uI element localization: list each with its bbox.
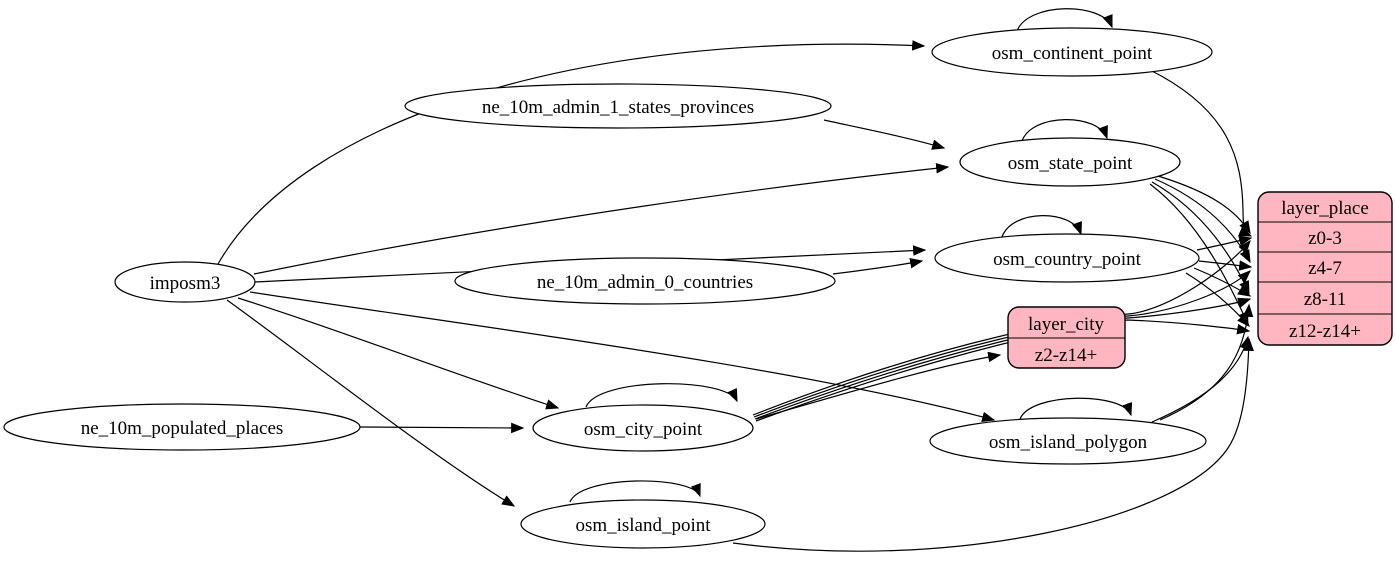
edge-osm_state_point-layer_place-z0-3 — [1157, 175, 1251, 235]
edge-self-osm_continent_point — [1016, 8, 1113, 32]
edge-imposm3-osm_city_point — [237, 297, 560, 410]
layer_place-row-z12-z14: z12-z14+ — [1289, 321, 1361, 342]
edge-imposm3-osm_continent_point — [217, 40, 926, 265]
edge-imposm3-osm_island_point — [226, 299, 516, 507]
edge-osm_island_polygon-layer_place-z12-z14 — [1151, 335, 1251, 423]
edge-osm_country_point-layer_place-z0-3 — [1196, 235, 1253, 251]
node-group: imposm3 ne_10m_admin_1_states_provinces … — [3, 27, 1213, 549]
node-osm_state_point: osm_state_point — [959, 137, 1181, 187]
edge-self-osm_island_polygon — [1019, 397, 1133, 420]
layer_place-shape — [1257, 191, 1393, 346]
osm_continent_point-shape — [931, 27, 1213, 77]
osm_state_point-shape — [959, 137, 1181, 187]
node-osm_country_point: osm_country_point — [934, 233, 1200, 283]
node-ne_10m_admin_1_states_provinces: ne_10m_admin_1_states_provinces — [404, 83, 832, 129]
edge-self-osm_state_point — [1021, 119, 1108, 142]
node-osm_continent_point: osm_continent_point — [931, 27, 1213, 77]
node-osm_island_polygon: osm_island_polygon — [929, 417, 1207, 465]
layer_city-title: layer_city — [1028, 314, 1104, 335]
osm_island_polygon-label: osm_island_polygon — [989, 432, 1148, 453]
imposm3-shape — [114, 261, 256, 303]
edge-self-osm_island_point — [569, 480, 701, 503]
edge-imposm3-osm_state_point — [253, 163, 950, 275]
osm_country_point-label: osm_country_point — [993, 249, 1141, 270]
ne_10m_admin_1_states_provinces-shape — [404, 83, 832, 129]
edge-osm_island_polygon-layer_place-z8-11 — [1159, 303, 1254, 421]
osm_island_point-label: osm_island_point — [575, 515, 711, 536]
edge-imposm3-osm_island_polygon — [249, 291, 996, 423]
ne_10m_populated_places-label: ne_10m_populated_places — [81, 418, 284, 439]
node-osm_city_point: osm_city_point — [532, 404, 754, 452]
record-layer_place: layer_place z0-3 z4-7 z8-11 z12-z14+ — [1257, 191, 1393, 346]
imposm3-label: imposm3 — [150, 273, 221, 294]
edge-osm_state_point-layer_place-z12-z14 — [1149, 183, 1249, 326]
ne_10m_populated_places-shape — [3, 403, 361, 451]
edge-osm_city_point-layer_place-z8-11 — [754, 297, 1252, 420]
osm_state_point-label: osm_state_point — [1008, 153, 1133, 174]
node-osm_island_point: osm_island_point — [520, 499, 766, 549]
node-ne_10m_admin_0_countries: ne_10m_admin_0_countries — [454, 257, 836, 305]
node-imposm3: imposm3 — [114, 261, 256, 303]
layer_place-row-z4-7: z4-7 — [1308, 258, 1342, 279]
edge-osm_city_point-layer_city-z2-z14 — [755, 351, 1002, 420]
edge-self-osm_city_point — [585, 383, 738, 408]
layer_place-row-z8-11: z8-11 — [1304, 289, 1347, 310]
node-ne_10m_populated_places: ne_10m_populated_places — [3, 403, 361, 451]
record-layer_city: layer_city z2-z14+ — [1007, 306, 1126, 369]
osm_city_point-shape — [532, 404, 754, 452]
edge-ne_10m_admin_1_states_provinces-osm_state_point — [823, 119, 946, 150]
edge-group — [217, 8, 1254, 552]
ne_10m_admin_1_states_provinces-label: ne_10m_admin_1_states_provinces — [482, 97, 754, 118]
layer_place-row-z0-3: z0-3 — [1308, 228, 1342, 249]
edge-ne_10m_populated_places-osm_city_point — [359, 422, 525, 434]
edge-self-osm_country_point — [1001, 215, 1082, 238]
osm_city_point-label: osm_city_point — [584, 419, 703, 440]
osm_continent_point-label: osm_continent_point — [992, 43, 1153, 64]
edge-osm_country_point-layer_place-z8-11 — [1193, 267, 1252, 297]
edge-ne_10m_admin_0_countries-osm_country_point — [832, 257, 924, 275]
ne_10m_admin_0_countries-shape — [454, 257, 836, 305]
layer_place-title: layer_place — [1281, 198, 1369, 219]
osm_island_polygon-shape — [929, 417, 1207, 465]
edge-osm_country_point-layer_place-z12-z14 — [1185, 272, 1250, 327]
osm_country_point-shape — [934, 233, 1200, 283]
layer_city-row-z2-z14: z2-z14+ — [1035, 345, 1097, 366]
edge-osm_island_point-layer_place-z12-z14 — [732, 337, 1254, 552]
ne_10m_admin_0_countries-label: ne_10m_admin_0_countries — [537, 272, 753, 293]
osm_island_point-shape — [520, 499, 766, 549]
